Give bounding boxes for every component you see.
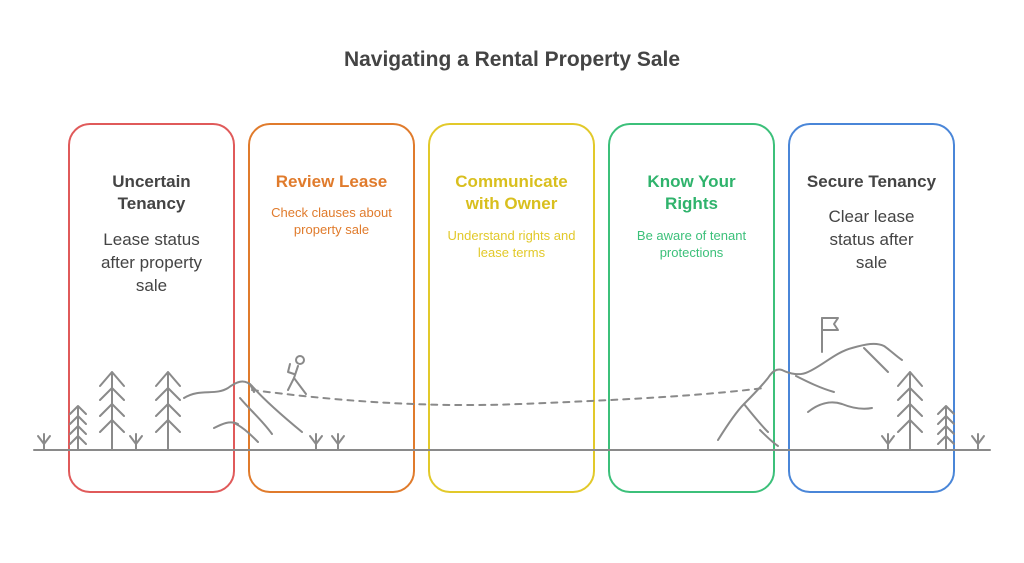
step-heading: Secure Tenancy bbox=[806, 172, 937, 191]
grass-icon bbox=[37, 433, 985, 451]
step-heading: Review Lease bbox=[275, 172, 388, 191]
step-card-review-lease: Review Lease Check clauses about propert… bbox=[248, 123, 415, 493]
step-description: Lease status after property sale bbox=[100, 230, 203, 295]
dashed-path bbox=[251, 387, 765, 407]
step-card-secure-tenancy: Secure Tenancy Clear lease status after … bbox=[788, 123, 955, 493]
step-heading: Communicate with Owner bbox=[455, 172, 568, 213]
step-heading: Uncertain Tenancy bbox=[112, 172, 191, 213]
page-title: Navigating a Rental Property Sale bbox=[343, 48, 681, 71]
tree-icon bbox=[69, 371, 181, 451]
mountain-right bbox=[717, 342, 903, 441]
step-card-uncertain-tenancy: Uncertain Tenancy Lease status after pro… bbox=[68, 123, 235, 493]
tree-icon bbox=[897, 371, 955, 451]
hill-left bbox=[183, 380, 303, 433]
hiker-icon bbox=[287, 355, 307, 395]
flag-icon bbox=[821, 317, 839, 353]
step-description: Check clauses about property sale bbox=[271, 205, 392, 237]
step-description: Understand rights and lease terms bbox=[447, 228, 576, 260]
step-card-know-your-rights: Know Your Rights Be aware of tenant prot… bbox=[608, 123, 775, 493]
step-heading: Know Your Rights bbox=[647, 172, 736, 213]
step-card-communicate-with-owner: Communicate with Owner Understand rights… bbox=[428, 123, 595, 493]
step-description: Clear lease status after sale bbox=[828, 207, 915, 272]
step-description: Be aware of tenant protections bbox=[636, 228, 747, 260]
